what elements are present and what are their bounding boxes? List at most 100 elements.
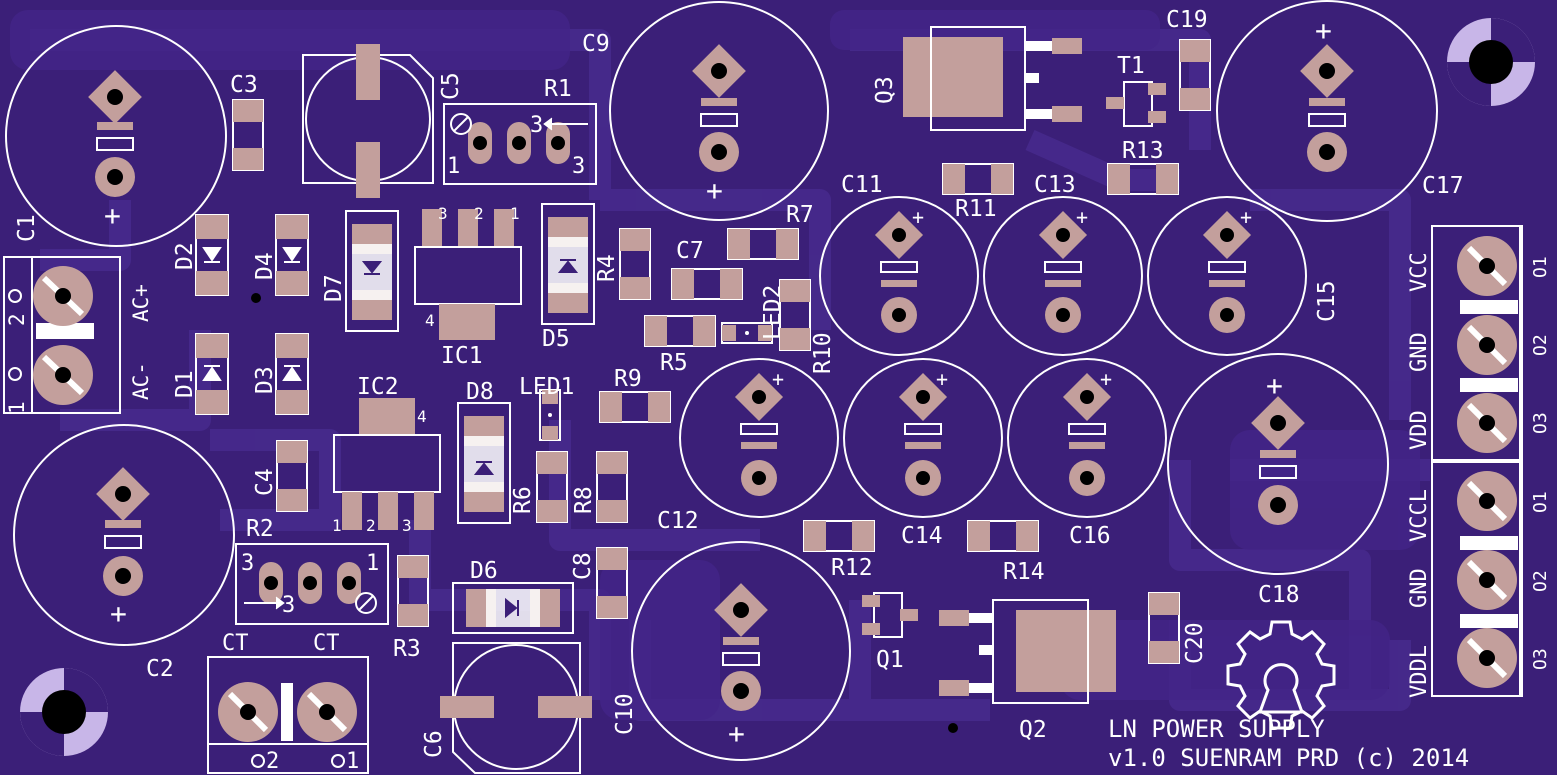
c9-plus: + [706, 174, 723, 207]
label-c12: C12 [657, 508, 699, 534]
label-c16: C16 [1069, 523, 1111, 549]
trimmer-screw-icon [355, 592, 377, 614]
label-c9: C9 [582, 31, 610, 57]
label-c6: C6 [421, 730, 447, 758]
label-c19: C19 [1166, 7, 1208, 33]
pin-number-labels: 3 2 1 4 4 1 2 3 [332, 204, 520, 535]
capacitor-c12 [679, 358, 839, 518]
transistor-t1 [1106, 81, 1166, 127]
c1-plus: + [104, 199, 121, 232]
vias [251, 293, 958, 733]
board-title-line1: LN POWER SUPPLY [1108, 715, 1325, 743]
label-d1: D1 [172, 370, 198, 398]
svg-text:2: 2 [366, 516, 376, 535]
label-r8: R8 [571, 486, 597, 514]
terminal-pin-rings [8, 289, 345, 768]
regulator-ic1 [414, 209, 522, 340]
ct-right-label: CT [313, 631, 340, 656]
c14-plus: + [936, 367, 948, 391]
svg-text:1: 1 [346, 749, 359, 774]
resistor-r4 [619, 228, 651, 300]
mounting-hole-icon [20, 668, 108, 756]
label-c20: C20 [1182, 622, 1208, 664]
svg-text:1: 1 [366, 551, 379, 576]
output-vdd-label: VDD [1407, 410, 1432, 450]
svg-text:3: 3 [572, 154, 585, 179]
label-d4: D4 [252, 252, 278, 280]
capacitor-c7 [671, 268, 743, 300]
label-led1: LED1 [519, 374, 574, 400]
diode-d5 [541, 203, 595, 325]
label-r4: R4 [594, 254, 620, 282]
resistor-r13 [1107, 163, 1179, 195]
label-c14: C14 [901, 523, 943, 549]
label-r6: R6 [510, 486, 536, 514]
svg-text:3: 3 [241, 551, 254, 576]
label-d7: D7 [321, 274, 347, 302]
board-title-line2: v1.0 SUENRAM PRD (c) 2014 [1108, 744, 1469, 772]
label-d6: D6 [470, 558, 498, 584]
output-terminal-labels: VCC GND VDD VCCL GND VDDL [1407, 252, 1432, 698]
output-gnd-lower-label: GND [1407, 568, 1432, 608]
svg-text:2: 2 [474, 204, 484, 223]
capacitor-c14 [843, 358, 1003, 518]
svg-text:3: 3 [282, 593, 295, 618]
label-r13: R13 [1122, 138, 1164, 164]
label-c11: C11 [841, 172, 883, 198]
capacitor-c20 [1148, 592, 1180, 664]
capacitor-c8 [596, 547, 628, 619]
silkscreen-labels: C1 C2 C3 C4 C5 C6 C7 C8 C9 C10 C11 C12 C… [14, 7, 1464, 758]
label-d8: D8 [466, 379, 494, 405]
label-t1: T1 [1117, 53, 1145, 79]
output-vddl-label: VDDL [1407, 645, 1432, 698]
c11-plus: + [912, 205, 924, 229]
label-c5: C5 [438, 72, 464, 100]
trimmer-pin-labels: 1 3 3 3 1 3 [241, 113, 585, 618]
svg-text:O2: O2 [1530, 334, 1551, 356]
label-r7: R7 [786, 202, 814, 228]
diode-d1 [195, 333, 229, 415]
terminal-output-lower [1431, 461, 1523, 697]
label-r14: R14 [1003, 559, 1045, 585]
resistor-r5 [644, 315, 716, 347]
svg-text:2: 2 [5, 313, 29, 326]
label-r5: R5 [660, 350, 688, 376]
c10-plus: + [728, 717, 745, 750]
resistor-r12 [803, 520, 875, 552]
label-q2: Q2 [1019, 717, 1047, 743]
open-hardware-gear-icon [1226, 620, 1336, 730]
resistor-r11 [942, 163, 1014, 195]
svg-text:4: 4 [425, 311, 435, 330]
diode-d2 [195, 214, 229, 296]
capacitor-c19 [1179, 39, 1211, 111]
transistor-q2 [939, 599, 1116, 704]
svg-text:1: 1 [447, 154, 460, 179]
ac-minus-label: AC- [129, 362, 153, 400]
label-c8: C8 [570, 552, 596, 580]
svg-text:1: 1 [510, 204, 520, 223]
capacitor-c3 [232, 99, 264, 171]
label-q1: Q1 [876, 647, 904, 673]
trimmer-r1 [443, 103, 597, 185]
resistor-r9 [599, 391, 671, 423]
label-d2: D2 [172, 242, 198, 270]
ct-left-label: CT [222, 631, 249, 656]
capacitor-c6 [440, 642, 592, 774]
label-c1: C1 [14, 214, 40, 242]
ct-terminal-labels: CT CT 2 1 [222, 631, 359, 774]
led-led1 [539, 389, 561, 441]
board-title: LN POWER SUPPLY v1.0 SUENRAM PRD (c) 201… [1108, 715, 1469, 772]
label-c15: C15 [1314, 280, 1340, 322]
output-vccl-label: VCCL [1407, 489, 1432, 542]
resistor-r14 [967, 520, 1039, 552]
c13-plus: + [1076, 205, 1088, 229]
label-c3: C3 [230, 72, 258, 98]
svg-text:3: 3 [402, 516, 412, 535]
svg-text:O1: O1 [1530, 256, 1551, 278]
label-r10: R10 [810, 332, 836, 374]
capacitor-c1 [5, 25, 227, 247]
label-r11: R11 [955, 196, 997, 222]
c16-plus: + [1100, 367, 1112, 391]
led-led2 [721, 322, 773, 344]
